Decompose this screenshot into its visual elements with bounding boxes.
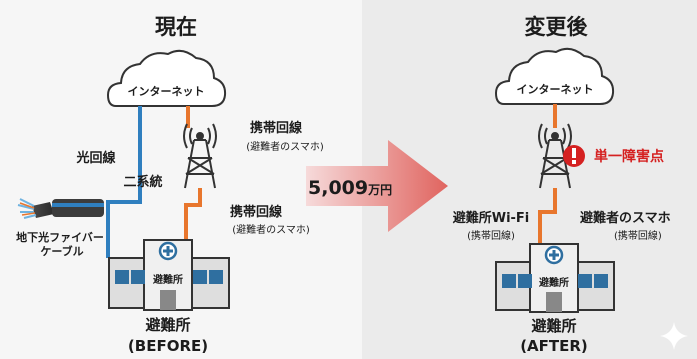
cost-amount: 5,009万円: [308, 177, 392, 199]
internet-cloud-icon-after: [494, 47, 615, 105]
fiber-cable-icon: [17, 198, 104, 219]
mobile-line-lower: [184, 188, 202, 248]
mobile-line-top-sub: (避難者のスマホ): [246, 140, 324, 153]
before-caption-line1: 避難所: [145, 316, 190, 334]
after-title: 変更後: [525, 15, 589, 39]
cell-tower-icon-after: [538, 123, 572, 189]
mobile-line-top-label: 携帯回線: [250, 120, 303, 136]
dual-system-label: 二系統: [123, 174, 162, 190]
fiber-cable-label-line1: 地下光ファイバー: [16, 230, 104, 244]
before-title: 現在: [155, 15, 197, 39]
shelter-building-icon: [108, 239, 230, 311]
fiber-line: [106, 106, 142, 258]
sparkle-icon: [660, 322, 688, 350]
evacuee-phone-label: 避難者のスマホ: [580, 210, 671, 226]
fiber-line-label: 光回線: [75, 150, 116, 166]
shelter-building-icon-after: [495, 243, 615, 313]
cell-tower-icon: [183, 123, 217, 189]
single-point-of-failure-label: 単一障害点: [594, 148, 664, 165]
shelter-wifi-sub: (携帯回線): [467, 229, 515, 242]
after-caption-line1: 避難所: [531, 317, 576, 335]
after-caption-line2: (AFTER): [520, 337, 588, 355]
internet-cloud-icon: [106, 49, 227, 107]
internet-cloud-label-after: インターネット: [517, 83, 594, 96]
mobile-line-after: [538, 104, 557, 246]
mobile-line-bottom-sub: (避難者のスマホ): [232, 223, 310, 236]
cost-amount-unit: 万円: [367, 183, 392, 197]
mobile-line-bottom-label: 携帯回線: [230, 204, 283, 220]
cost-amount-value: 5,009: [308, 177, 368, 199]
shelter-sign-after: 避難所: [538, 276, 569, 289]
shelter-wifi-label: 避難所Wi-Fi: [453, 210, 530, 226]
warning-icon: [563, 145, 585, 167]
internet-cloud-label: インターネット: [128, 85, 205, 98]
fiber-cable-label-line2: ケーブル: [40, 244, 83, 258]
before-caption-line2: (BEFORE): [128, 337, 208, 355]
cost-arrow: [306, 140, 448, 232]
shelter-sign-before: 避難所: [152, 273, 183, 286]
evacuee-phone-sub: (携帯回線): [614, 229, 662, 242]
